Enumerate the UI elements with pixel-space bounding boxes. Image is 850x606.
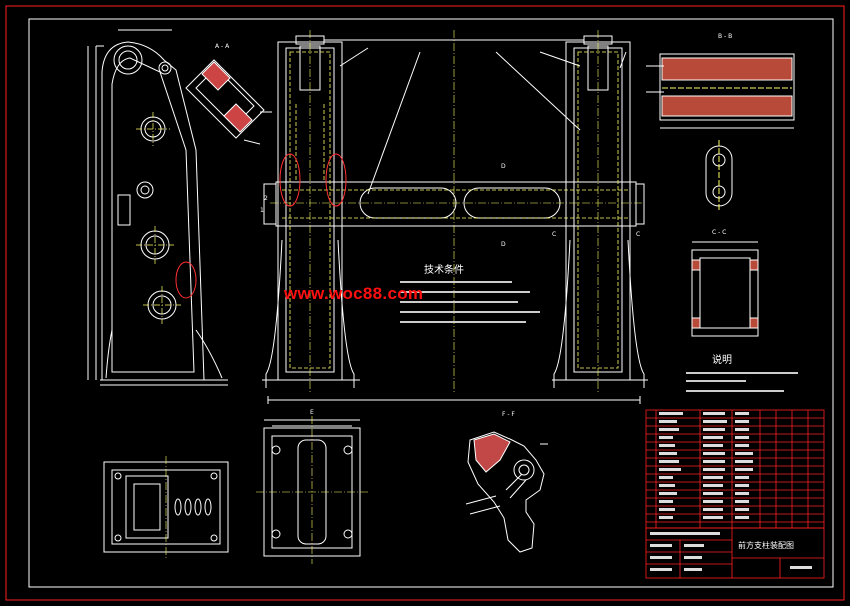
detail-circle-side (175, 261, 197, 299)
svg-text:F - F: F - F (502, 411, 515, 418)
svg-text:B - B: B - B (718, 33, 732, 40)
parts-list (645, 409, 825, 529)
front-view (262, 35, 648, 404)
svg-text:C - C: C - C (712, 229, 726, 236)
svg-text:D: D (501, 163, 506, 170)
tech-requirements-text (400, 281, 540, 323)
center-lines-front (270, 30, 642, 394)
section-f-f: F - F (465, 411, 548, 553)
svg-text:2: 2 (264, 195, 268, 202)
detail-circles-front (279, 153, 347, 207)
svg-text:C: C (636, 231, 640, 238)
parts-list-text (659, 412, 753, 519)
svg-text:C: C (552, 231, 556, 238)
watermark: www.woc88.com (284, 284, 424, 303)
svg-text:D: D (501, 241, 506, 248)
tech-requirements-title: 技术条件 (424, 263, 464, 276)
center-lines-bottom (165, 416, 368, 564)
center-lines-side (136, 112, 181, 324)
side-view (87, 29, 228, 386)
link-plate-view (705, 140, 733, 212)
section-c-c: C - C (691, 229, 759, 337)
title-block (645, 527, 825, 579)
section-b-b: B - B (646, 33, 795, 129)
sheet-border (5, 5, 845, 601)
frame-border (28, 18, 834, 588)
title-block-text (650, 532, 812, 571)
svg-text:A - A: A - A (215, 43, 230, 50)
title-block-name: 前方支柱装配图 (738, 540, 794, 550)
section-a-a: A - A (185, 43, 272, 145)
section-markers-front: D D C C 21 (260, 163, 640, 248)
notes-title: 说明 (712, 353, 732, 366)
notes-text (686, 372, 798, 392)
svg-text:E: E (310, 409, 314, 416)
svg-text:1: 1 (260, 207, 264, 214)
